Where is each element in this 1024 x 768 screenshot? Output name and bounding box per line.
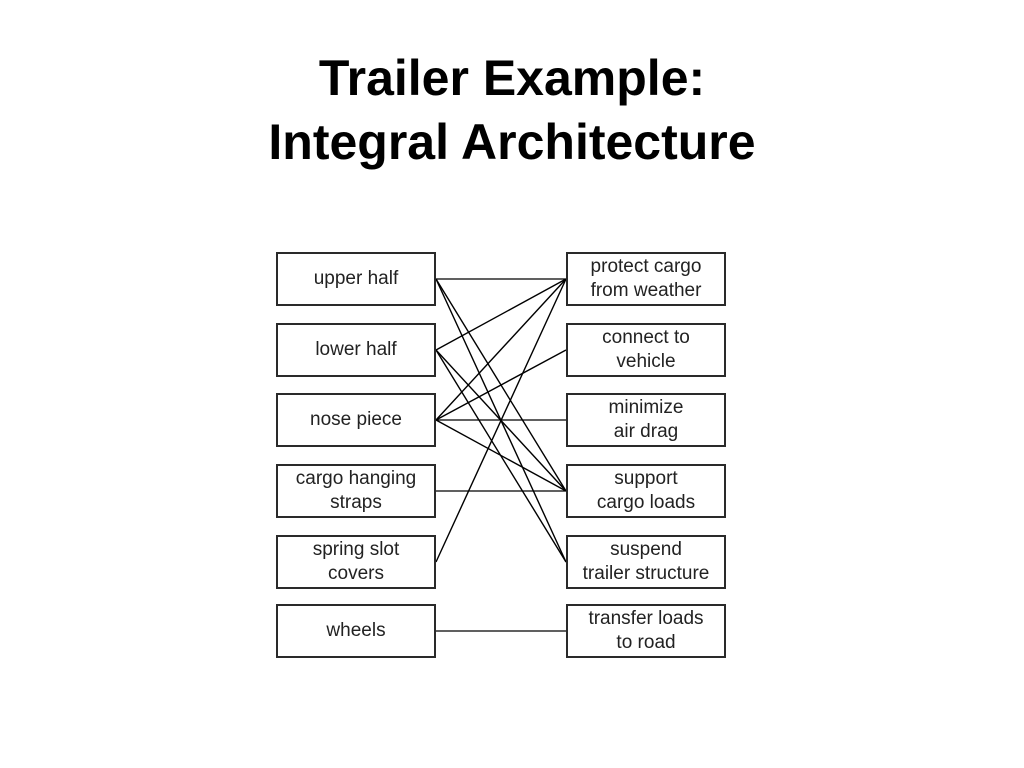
function-support-cargo-loads: support cargo loads [566, 464, 726, 518]
component-upper-half: upper half [276, 252, 436, 306]
title-line-1: Trailer Example: [318, 50, 706, 106]
function-transfer-loads-to-road: transfer loads to road [566, 604, 726, 658]
link-2-0 [435, 278, 567, 421]
component-lower-half: lower half [276, 323, 436, 377]
link-1-0 [435, 278, 567, 351]
component-spring-slot-covers: spring slot covers [276, 535, 436, 589]
component-cargo-hanging-straps: cargo hanging straps [276, 464, 436, 518]
function-connect-to-vehicle: connect to vehicle [566, 323, 726, 377]
title-line-2: Integral Architecture [268, 114, 756, 170]
component-nose-piece: nose piece [276, 393, 436, 447]
link-4-0 [435, 278, 567, 563]
link-2-3 [435, 419, 567, 492]
function-suspend-trailer-structure: suspend trailer structure [566, 535, 726, 589]
link-2-1 [435, 349, 567, 421]
function-minimize-air-drag: minimize air drag [566, 393, 726, 447]
slide-title: Trailer Example: Integral Architecture [0, 46, 1024, 174]
function-protect-cargo: protect cargo from weather [566, 252, 726, 306]
component-wheels: wheels [276, 604, 436, 658]
